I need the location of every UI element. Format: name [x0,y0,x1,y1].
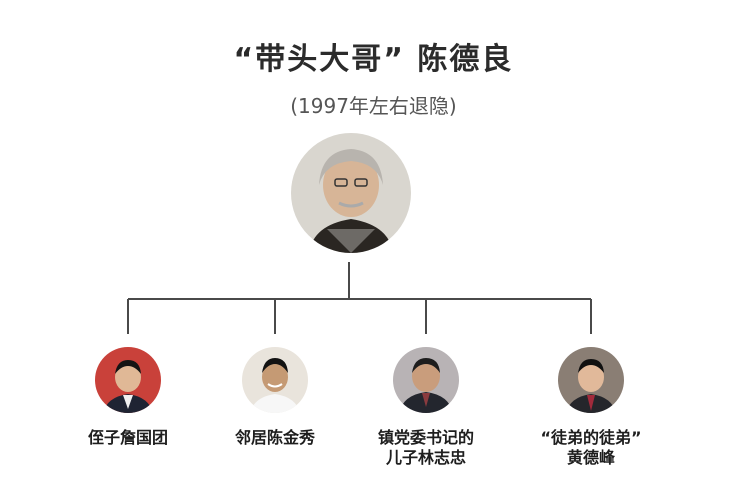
child-label-4: “徒弟的徒弟” 黄德峰 [516,428,666,468]
child-label-2: 邻居陈金秀 [200,428,350,448]
child-label-4-line1: “徒弟的徒弟” [540,428,642,447]
root-subtitle: (1997年左右退隐) [290,94,457,118]
root-portrait [291,133,411,253]
child-label-2-line1: 邻居陈金秀 [234,428,315,447]
child-portrait-1 [95,347,161,413]
child-portrait-4 [558,347,624,413]
root-title: “带头大哥” 陈德良 [233,42,514,77]
child-label-1: 侄子詹国团 [53,428,203,448]
child-label-3-line2: 儿子林志忠 [385,448,466,467]
child-label-3: 镇党委书记的 儿子林志忠 [351,428,501,468]
child-label-4-line2: 黄德峰 [566,448,615,467]
child-label-1-line1: 侄子詹国团 [87,428,168,447]
child-portrait-3 [393,347,459,413]
child-portrait-2 [242,347,308,413]
child-label-3-line1: 镇党委书记的 [377,428,474,447]
